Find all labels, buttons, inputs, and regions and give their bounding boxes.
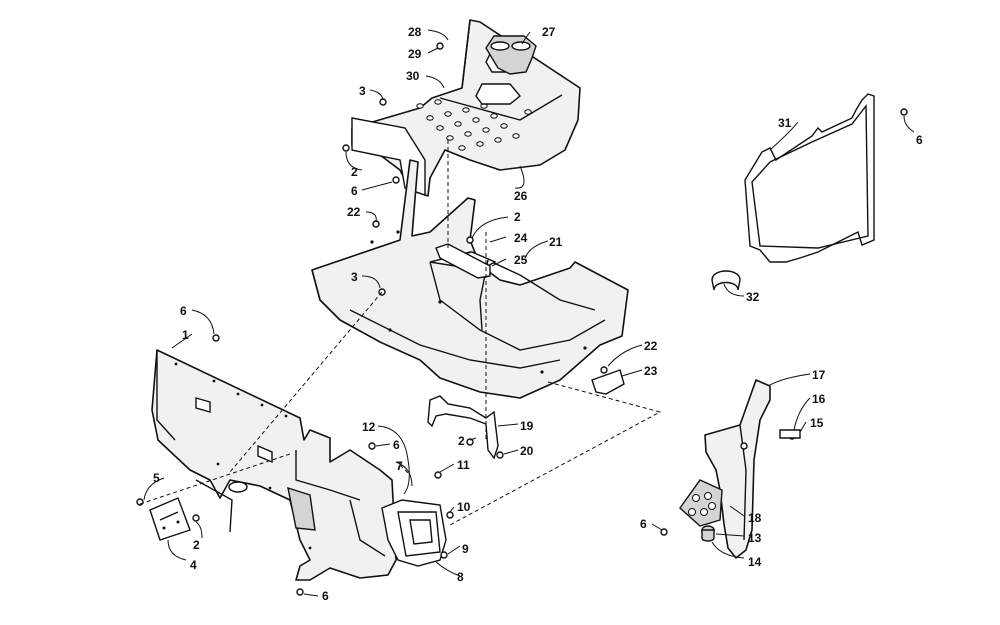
- callout-12: 12: [362, 420, 376, 434]
- callout-6-bottom: 6: [322, 589, 329, 603]
- part-26-console-tray: [351, 19, 581, 197]
- part-27-cup-holder: [485, 35, 537, 75]
- callout-32: 32: [746, 290, 760, 304]
- callout-6-left: 6: [180, 304, 187, 318]
- callout-4: 4: [190, 558, 197, 572]
- callout-15: 15: [810, 416, 824, 430]
- callout-21: 21: [549, 235, 563, 249]
- callout-2-plate: 2: [193, 538, 200, 552]
- callout-5: 5: [153, 471, 160, 485]
- callout-3-upper: 3: [359, 84, 366, 98]
- callout-11: 11: [457, 458, 470, 472]
- callout-18: 18: [748, 511, 762, 525]
- callout-2-upper: 2: [351, 165, 358, 179]
- part-19-bracket: [427, 395, 499, 460]
- part-8-inner-frame: [381, 499, 447, 567]
- part-17-splash-guard: [704, 379, 771, 559]
- callout-3-lower: 3: [351, 270, 358, 284]
- part-13-spacer: [701, 525, 715, 542]
- part-18-mount-plate: [679, 479, 723, 527]
- callout-30: 30: [406, 69, 420, 83]
- callout-20: 20: [520, 444, 534, 458]
- callout-29: 29: [408, 47, 422, 61]
- callout-10: 10: [457, 500, 471, 514]
- part-31-gasket-panel: [744, 93, 875, 263]
- callout-6-mid: 6: [393, 438, 400, 452]
- leader-lines: [143, 29, 915, 597]
- callout-22-upper: 22: [347, 205, 361, 219]
- part-32-ring: [711, 270, 741, 291]
- part-4-plate: [149, 497, 191, 541]
- callout-6-lowerright: 6: [640, 517, 647, 531]
- callout-24: 24: [514, 231, 528, 245]
- callout-labels: 28 27 29 30 3 2 6 26 22 2 24 21 25 3 31 …: [153, 25, 923, 603]
- callout-14: 14: [748, 555, 762, 569]
- part-23-tab: [591, 369, 625, 395]
- callout-1: 1: [182, 328, 189, 342]
- callout-16: 16: [812, 392, 826, 406]
- callout-26: 26: [514, 189, 528, 203]
- alignment-lines: [139, 140, 662, 526]
- callout-2-tub: 2: [514, 210, 521, 224]
- callout-19: 19: [520, 419, 534, 433]
- callout-23: 23: [644, 364, 658, 378]
- callout-31: 31: [778, 116, 792, 130]
- callout-25: 25: [514, 253, 528, 267]
- callout-22-lower: 22: [644, 339, 658, 353]
- part-25-bracket: [435, 243, 491, 279]
- part-21-storage-tub: [311, 159, 629, 399]
- callout-28: 28: [408, 25, 422, 39]
- callout-6-upper: 6: [351, 184, 358, 198]
- part-1-rear-panel: [151, 349, 397, 581]
- callout-6-right: 6: [916, 133, 923, 147]
- callout-13: 13: [748, 531, 762, 545]
- callout-2-bracket: 2: [458, 434, 465, 448]
- callout-8: 8: [457, 570, 464, 584]
- callout-17: 17: [812, 368, 826, 382]
- callout-9: 9: [462, 542, 469, 556]
- callout-27: 27: [542, 25, 556, 39]
- callout-7: 7: [396, 459, 403, 473]
